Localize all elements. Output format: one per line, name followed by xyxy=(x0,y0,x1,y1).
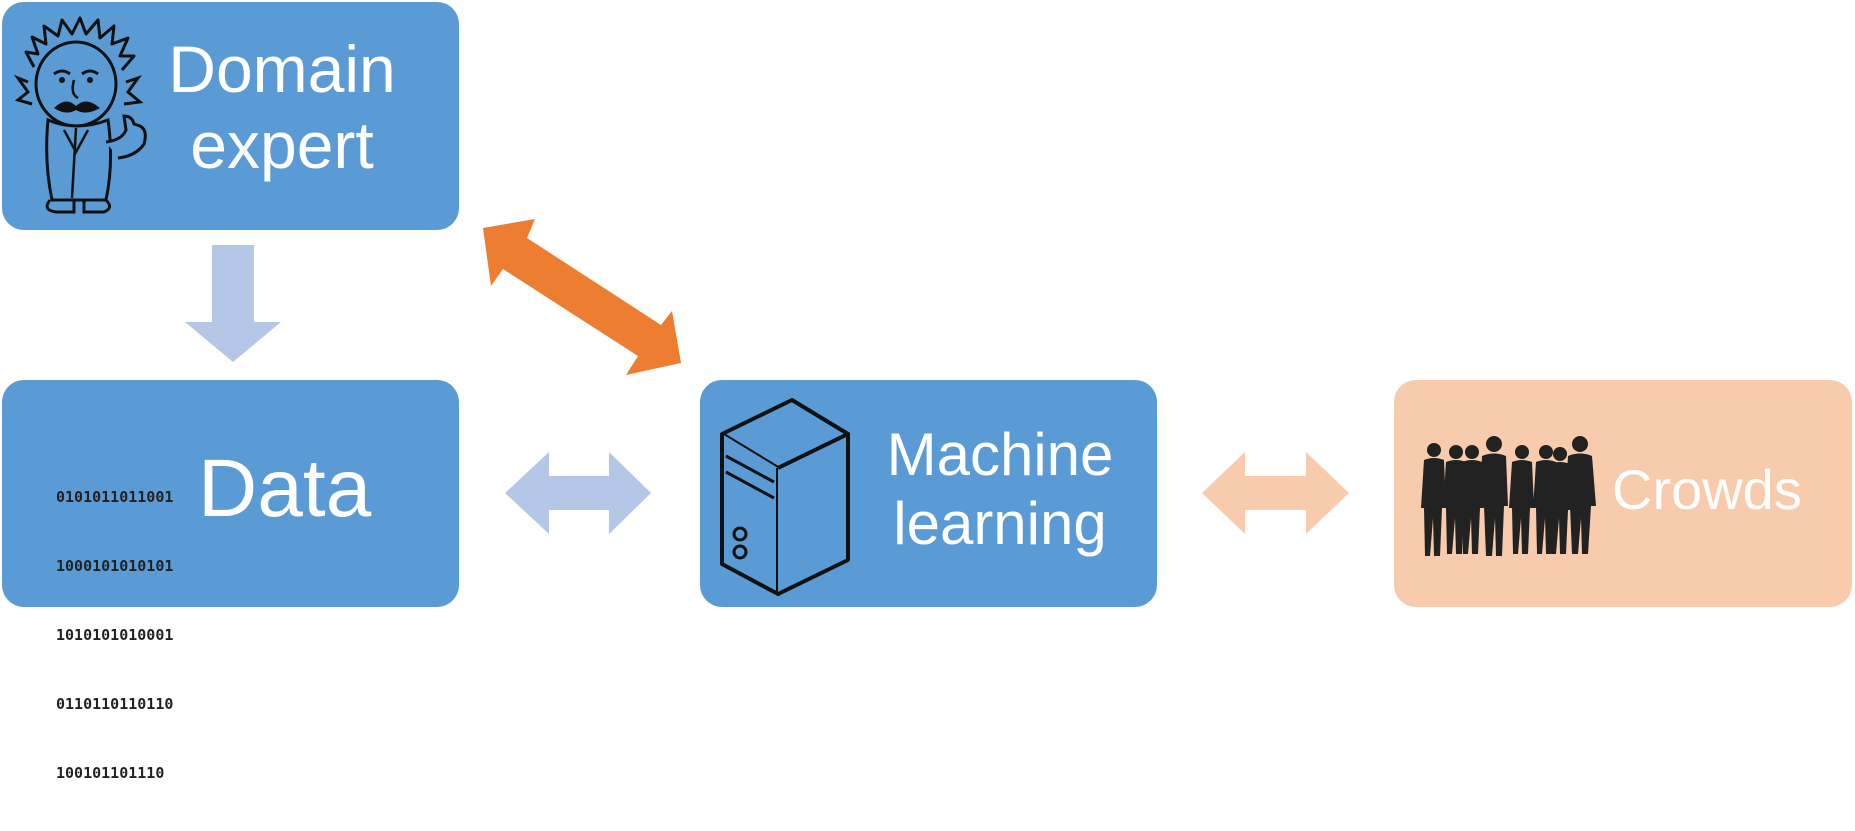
expert-ml-double-arrow xyxy=(483,219,681,375)
ml-crowds-double-arrow xyxy=(1202,452,1349,534)
data-label: Data xyxy=(198,443,372,534)
binary-line: 100101101110 xyxy=(56,764,165,782)
machine-learning-line-1: Machine xyxy=(886,421,1114,488)
domain-expert-box: Domain expert xyxy=(2,2,459,230)
domain-expert-label: Domain expert xyxy=(152,32,412,184)
machine-learning-box: Machine learning xyxy=(700,380,1157,607)
machine-learning-label: Machine learning xyxy=(860,420,1140,558)
binary-line: 0110110110110 xyxy=(56,695,174,713)
down-arrow xyxy=(185,245,281,362)
domain-expert-line-2: expert xyxy=(190,107,374,182)
server-icon xyxy=(720,398,850,596)
scientist-icon xyxy=(13,16,147,214)
binary-line: 0101011011001 xyxy=(56,488,174,506)
domain-expert-line-1: Domain xyxy=(168,32,396,106)
binary-line: 1000101010101 xyxy=(56,557,174,575)
machine-learning-line-2: learning xyxy=(893,490,1107,557)
people-silhouettes-icon xyxy=(1421,436,1596,556)
data-ml-double-arrow xyxy=(505,452,651,534)
crowds-label: Crowds xyxy=(1612,458,1802,521)
binary-line: 1010101010001 xyxy=(56,626,174,644)
arrows-layer xyxy=(185,219,1349,534)
crowds-box: Crowds xyxy=(1394,380,1852,607)
